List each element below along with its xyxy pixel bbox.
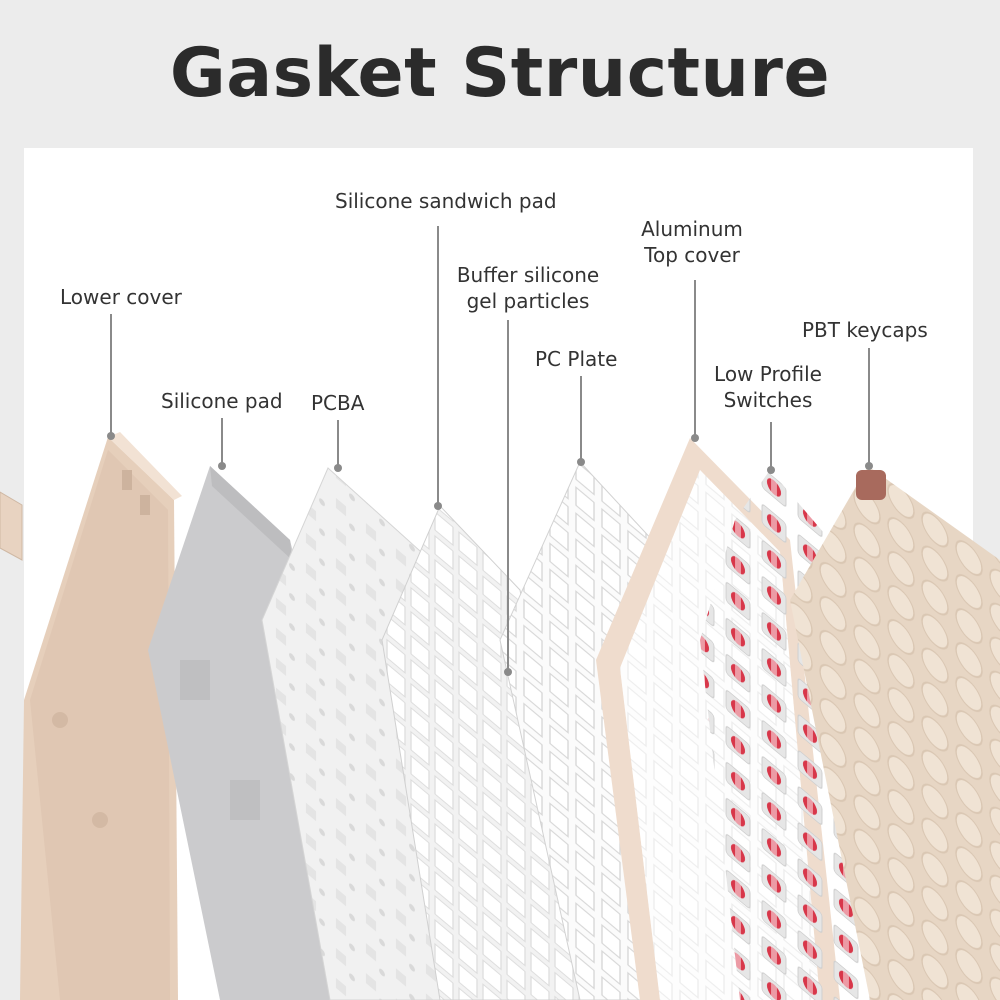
leader-dot-keycaps: [865, 462, 873, 470]
leader-sandwich-pad: [437, 226, 439, 504]
leader-pcba: [337, 420, 339, 466]
leader-dot-silicone-pad: [218, 462, 226, 470]
leader-silicone-pad: [221, 418, 223, 464]
leader-pc-plate: [580, 376, 582, 460]
label-switches-line2: Switches: [723, 388, 813, 412]
page-title: Gasket Structure: [169, 34, 831, 113]
label-buffer-gel-line2: gel particles: [466, 289, 590, 313]
keycaps-layer: [790, 466, 1000, 1000]
label-switches: Low Profile Switches: [702, 361, 834, 413]
leader-switches: [770, 422, 772, 468]
label-keycaps: PBT keycaps: [802, 318, 928, 342]
label-top-cover: Aluminum Top cover: [626, 216, 758, 268]
leader-dot-switches: [767, 466, 775, 474]
leader-dot-pc-plate: [577, 458, 585, 466]
label-pcba: PCBA: [311, 391, 365, 415]
label-pc-plate: PC Plate: [535, 347, 618, 371]
label-buffer-gel-line1: Buffer silicone: [456, 263, 600, 287]
leader-dot-pcba: [334, 464, 342, 472]
label-silicone-pad: Silicone pad: [161, 389, 283, 413]
leader-dot-lower-cover: [107, 432, 115, 440]
leader-buffer-gel: [507, 320, 509, 670]
label-top-cover-line1: Aluminum: [641, 217, 743, 241]
label-buffer-gel: Buffer silicone gel particles: [445, 262, 611, 314]
leader-dot-sandwich-pad: [434, 502, 442, 510]
leader-dot-buffer-gel: [504, 668, 512, 676]
leader-dot-top-cover: [691, 434, 699, 442]
sandwich-pad-layer: [381, 505, 601, 1000]
label-switches-line1: Low Profile: [714, 362, 822, 386]
label-top-cover-line2: Top cover: [644, 243, 740, 267]
leader-lower-cover: [110, 314, 112, 434]
leader-top-cover: [694, 280, 696, 436]
label-sandwich-pad: Silicone sandwich pad: [335, 189, 557, 213]
lower-cover-layer: [20, 432, 182, 1000]
label-lower-cover: Lower cover: [60, 285, 182, 309]
leader-keycaps: [868, 348, 870, 464]
